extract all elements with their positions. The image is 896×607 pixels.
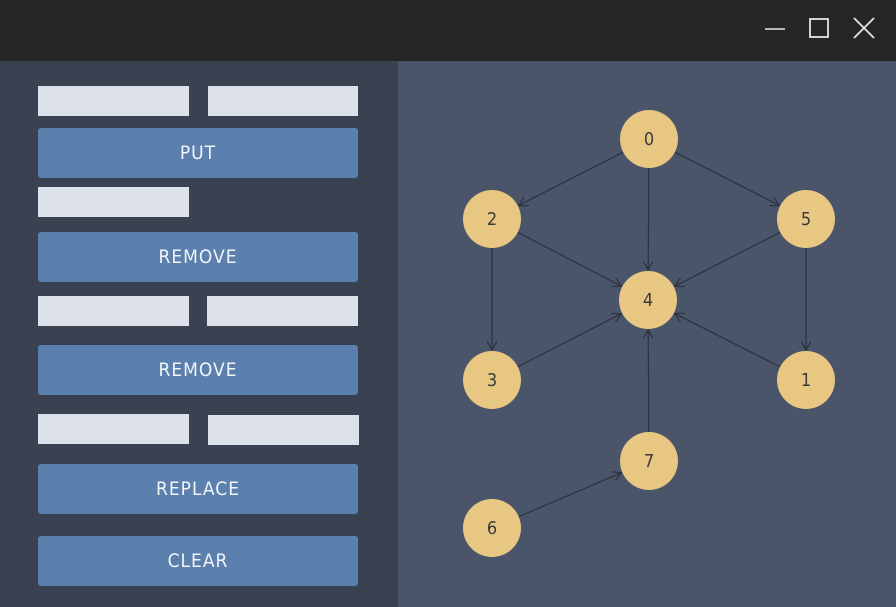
edge-0-to-5 <box>674 151 779 205</box>
close-button[interactable] <box>850 14 878 42</box>
remove-pair-value-input[interactable] <box>207 296 358 326</box>
graph-node-4[interactable]: 4 <box>619 271 677 329</box>
title-bar <box>0 0 896 61</box>
edge-3-to-4 <box>517 314 622 368</box>
node-label: 4 <box>643 290 653 311</box>
node-label: 1 <box>801 370 811 391</box>
node-label: 5 <box>801 209 811 230</box>
edge-0-to-4 <box>648 167 649 270</box>
node-label: 7 <box>644 451 654 472</box>
edge-1-to-4 <box>675 314 781 368</box>
edge-6-to-7 <box>518 473 622 518</box>
put-value-input[interactable] <box>208 86 358 116</box>
graph-node-7[interactable]: 7 <box>620 432 678 490</box>
minimize-button[interactable] <box>761 14 789 42</box>
node-circle <box>463 351 521 409</box>
node-label: 0 <box>644 129 654 150</box>
replace-key-input[interactable] <box>38 414 189 444</box>
node-label: 6 <box>487 518 497 539</box>
graph-canvas: 0 1 2 3 4 5 6 7 <box>398 61 896 607</box>
node-circle <box>620 110 678 168</box>
node-circle <box>777 351 835 409</box>
graph-node-6[interactable]: 6 <box>463 499 521 557</box>
maximize-button[interactable] <box>805 14 833 42</box>
put-key-input[interactable] <box>38 86 189 116</box>
graph-node-5[interactable]: 5 <box>777 190 835 248</box>
clear-button[interactable]: CLEAR <box>38 536 358 586</box>
maximize-icon <box>809 18 829 38</box>
replace-button[interactable]: REPLACE <box>38 464 358 514</box>
remove-button[interactable]: REMOVE <box>38 232 358 282</box>
graph-node-0[interactable]: 0 <box>620 110 678 168</box>
graph-node-2[interactable]: 2 <box>463 190 521 248</box>
remove-key-input[interactable] <box>38 187 189 217</box>
edge-7-to-4 <box>648 330 649 433</box>
remove-pair-key-input[interactable] <box>38 296 189 326</box>
minimize-icon <box>765 28 785 30</box>
node-label: 2 <box>487 209 497 230</box>
edge-5-to-4 <box>675 231 781 286</box>
graph-node-1[interactable]: 1 <box>777 351 835 409</box>
graph-node-3[interactable]: 3 <box>463 351 521 409</box>
node-label: 3 <box>487 370 497 391</box>
node-circle <box>463 190 521 248</box>
remove-pair-button[interactable]: REMOVE <box>38 345 358 395</box>
close-icon <box>853 17 875 39</box>
edge-2-to-4 <box>517 231 622 286</box>
replace-value-input[interactable] <box>208 415 359 445</box>
node-circle <box>620 432 678 490</box>
edge-0-to-2 <box>519 151 624 205</box>
graph-diagram: 0 1 2 3 4 5 6 7 <box>463 110 835 557</box>
node-circle <box>619 271 677 329</box>
controls-panel: PUT REMOVE REMOVE REPLACE CLEAR <box>0 61 398 607</box>
node-circle <box>777 190 835 248</box>
node-circle <box>463 499 521 557</box>
put-button[interactable]: PUT <box>38 128 358 178</box>
